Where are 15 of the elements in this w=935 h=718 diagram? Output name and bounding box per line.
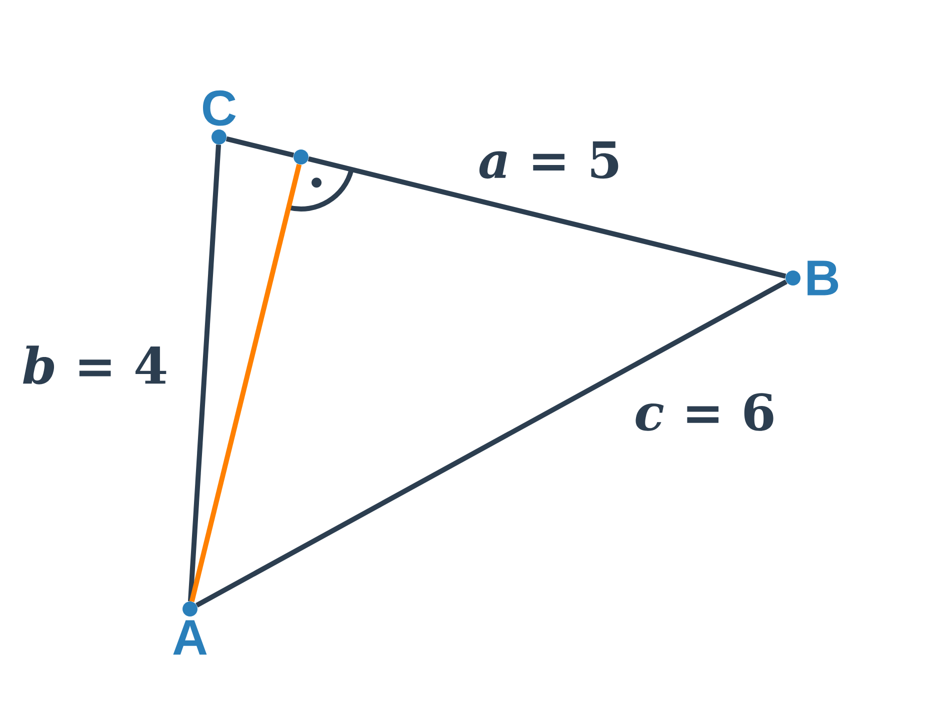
point: C bbox=[203, 90, 236, 144]
point bbox=[294, 150, 308, 164]
line-segment bbox=[188, 144, 222, 602]
node-label: C bbox=[203, 90, 236, 126]
line-segment bbox=[226, 136, 294, 158]
node-label: A bbox=[173, 620, 207, 655]
edge-label: c = 6 bbox=[636, 393, 774, 431]
node-label: B bbox=[808, 260, 838, 296]
line-segment bbox=[196, 280, 788, 608]
line-segment bbox=[189, 164, 302, 602]
line-segment bbox=[308, 156, 786, 279]
point: A bbox=[173, 602, 207, 655]
edge-label: a = 5 bbox=[479, 141, 618, 179]
point: B bbox=[786, 260, 838, 296]
edge-label: b = 4 bbox=[23, 346, 166, 384]
